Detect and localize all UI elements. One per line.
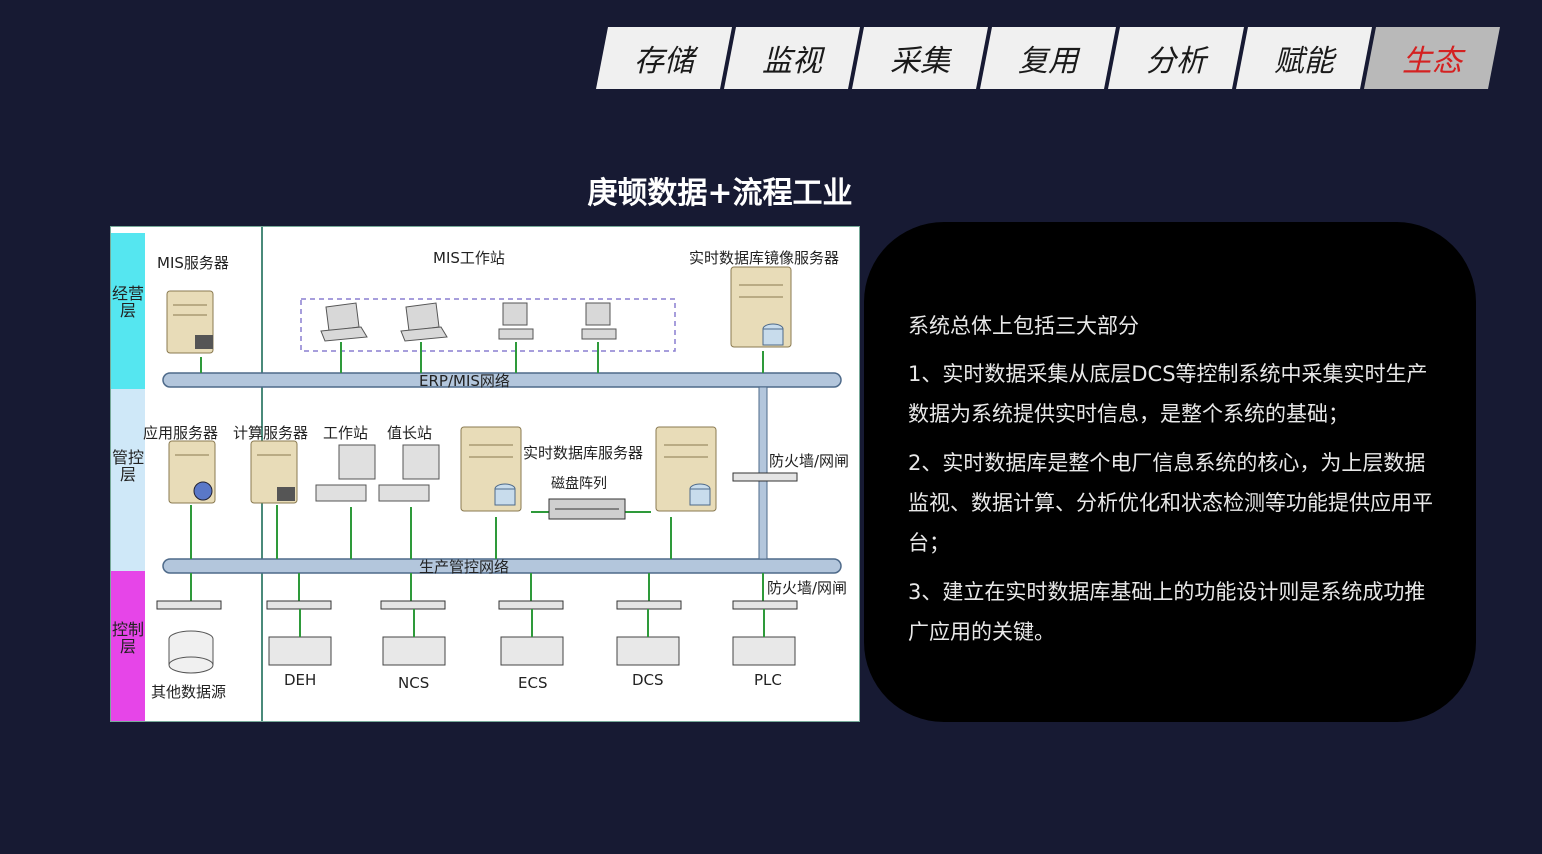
- info-point-2: 2、实时数据库是整个电厂信息系统的核心，为上层数据监视、数据计算、分析优化和状态…: [908, 451, 1433, 555]
- diagram-graphics: [156, 227, 842, 721]
- label-rtdb-server: 实时数据库服务器: [523, 444, 644, 462]
- label-mis-server: MIS服务器: [157, 254, 229, 272]
- architecture-diagram: 经营层 管控层 控制层 MIS服务器 MIS工作站 实时数据库镜像服务器 ERP…: [110, 226, 860, 722]
- tab-bar: 存储 监视 采集 复用 分析 赋能 生态: [596, 27, 1506, 89]
- label-prod-network: 生产管控网络: [419, 558, 510, 576]
- layer-label-control-mgmt: 管控层: [111, 448, 144, 484]
- layer-label-business: 经营层: [111, 284, 144, 320]
- calc-server-icon: [250, 440, 298, 504]
- label-app-server: 应用服务器: [143, 424, 219, 442]
- tab-monitor[interactable]: 监视: [724, 27, 860, 89]
- label-workstation: 工作站: [323, 424, 369, 442]
- label-calc-server: 计算服务器: [233, 424, 309, 442]
- info-panel: 系统总体上包括三大部分 1、实时数据采集从底层DCS等控制系统中采集实时生产数据…: [864, 222, 1476, 722]
- label-firewall-2: 防火墙/网闸: [767, 579, 848, 597]
- mirror-server-icon: [730, 266, 792, 348]
- label-plc: PLC: [754, 671, 782, 689]
- page-title: 庚顿数据+流程工业: [587, 176, 853, 211]
- layer-label-control: 控制层: [111, 620, 144, 656]
- label-ncs: NCS: [398, 674, 430, 692]
- label-deh: DEH: [284, 671, 317, 689]
- label-duty-station: 值长站: [387, 424, 433, 442]
- tab-ecosystem[interactable]: 生态: [1364, 27, 1500, 89]
- info-point-1: 1、实时数据采集从底层DCS等控制系统中采集实时生产数据为系统提供实时信息，是整…: [908, 362, 1428, 426]
- tab-storage[interactable]: 存储: [596, 27, 732, 89]
- tab-empower[interactable]: 赋能: [1236, 27, 1372, 89]
- label-ecs: ECS: [518, 674, 548, 692]
- label-disk-array: 磁盘阵列: [551, 476, 607, 492]
- label-other-source: 其他数据源: [151, 683, 227, 701]
- layer-band-business: [111, 233, 145, 389]
- layer-band-control: [111, 571, 145, 721]
- label-dcs: DCS: [632, 671, 664, 689]
- tab-reuse[interactable]: 复用: [980, 27, 1116, 89]
- info-point-3: 3、建立在实时数据库基础上的功能设计则是系统成功推广应用的关键。: [908, 580, 1426, 644]
- label-firewall-1: 防火墙/网闸: [769, 452, 850, 470]
- server-icon: [166, 290, 214, 354]
- label-erp-network: ERP/MIS网络: [419, 372, 510, 390]
- layer-band-control-mgmt: [111, 389, 145, 571]
- rtdb-server-icon-1: [460, 426, 522, 512]
- info-heading: 系统总体上包括三大部分: [908, 314, 1139, 338]
- label-rtdb-mirror: 实时数据库镜像服务器: [689, 249, 840, 267]
- tab-analysis[interactable]: 分析: [1108, 27, 1244, 89]
- tab-collect[interactable]: 采集: [852, 27, 988, 89]
- label-mis-workstation: MIS工作站: [433, 249, 505, 267]
- app-server-icon: [168, 440, 216, 504]
- rtdb-server-icon-2: [655, 426, 717, 512]
